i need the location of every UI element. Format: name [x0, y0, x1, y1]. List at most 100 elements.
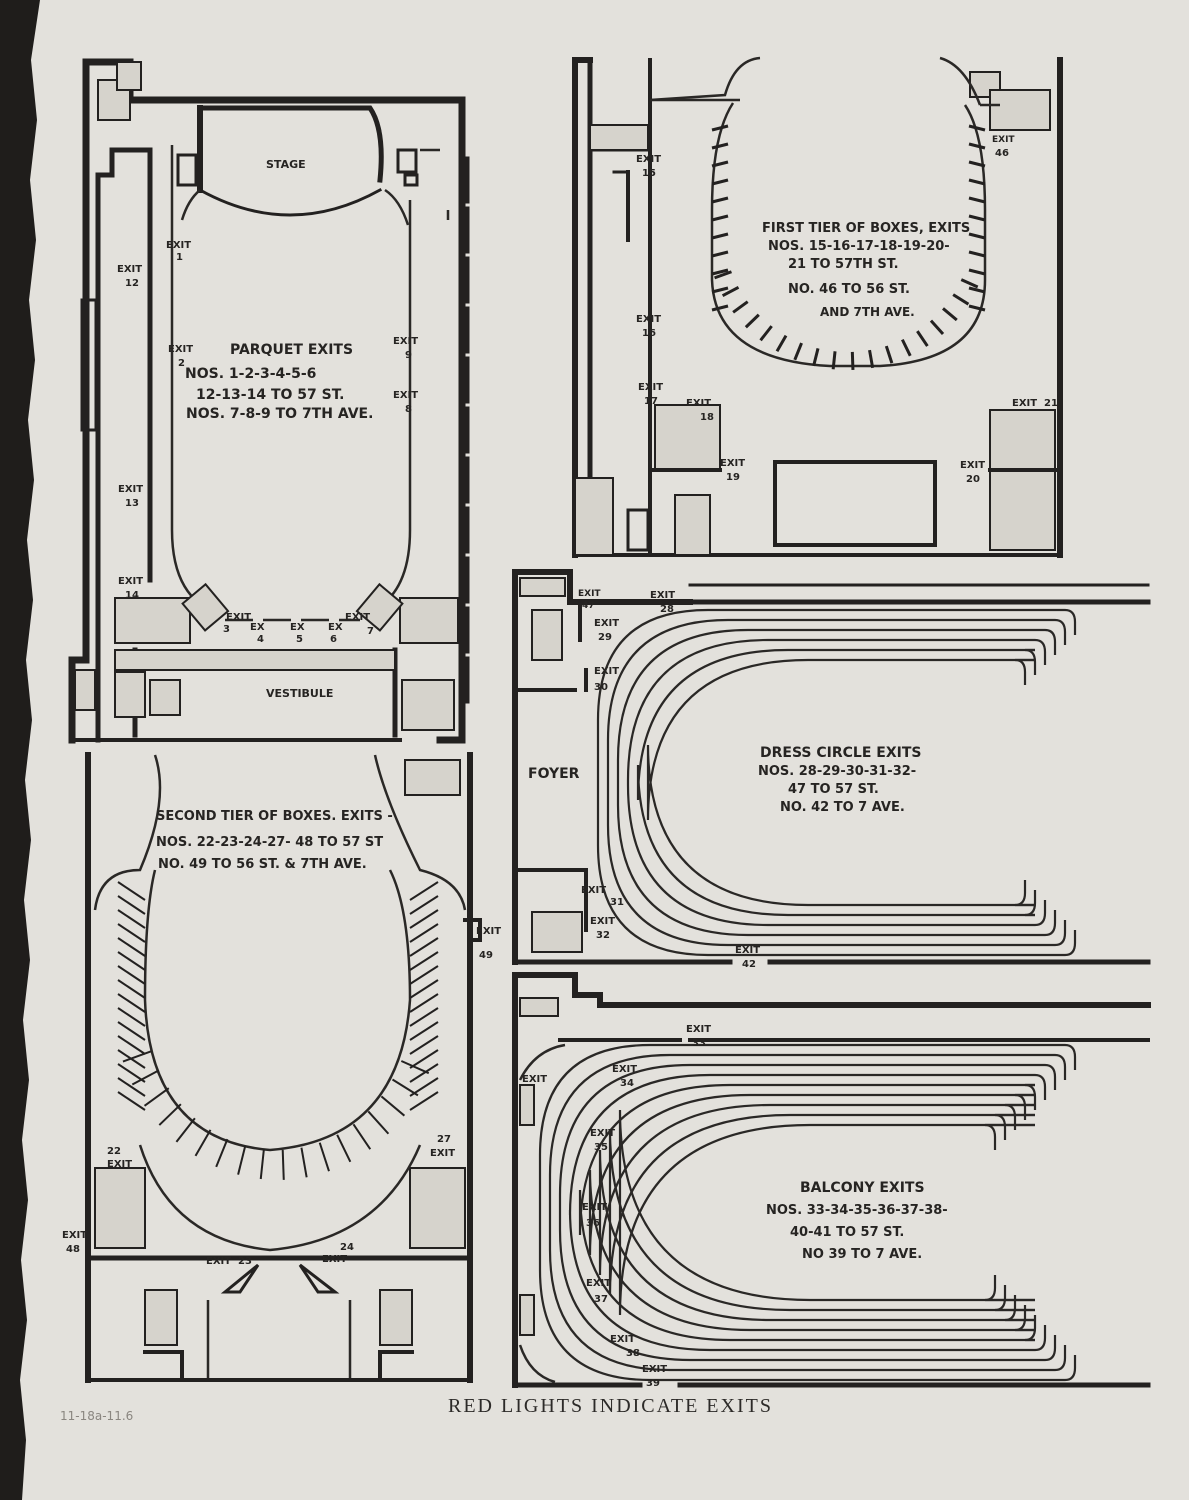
dress-circle-caption-line-1: NOS. 28-29-30-31-32- — [758, 764, 916, 779]
exit-21-number: 21 — [1044, 398, 1058, 409]
box-partition — [409, 965, 439, 985]
balcony-row-end — [1014, 1305, 1035, 1332]
box-partition — [711, 142, 729, 150]
dress-circle-plan: FOYER DRESS CIRCLE EXITS NOS. 28-29-30-3… — [512, 569, 1151, 970]
balcony-plan: BALCONY EXITS NOS. 33-34-35-36-37-38- 40… — [512, 972, 1151, 1389]
box-partition — [409, 979, 439, 999]
box-partition — [711, 250, 729, 258]
box-partition — [868, 349, 875, 369]
exit-14-number: 14 — [125, 590, 139, 601]
balcony-row-end — [1014, 1093, 1035, 1120]
exit-label-word: EXIT — [581, 885, 606, 896]
box-partition — [300, 1147, 308, 1178]
dress-circle-row-end — [1034, 638, 1047, 665]
ex-label-word: EX — [290, 622, 305, 633]
box-partition — [237, 1145, 247, 1175]
box-partition — [968, 178, 986, 186]
balcony-row-end — [994, 1285, 1035, 1312]
balcony-row-end — [1035, 1345, 1067, 1372]
exit-18-number: 18 — [700, 412, 714, 423]
box-partition — [952, 293, 970, 306]
balcony-row-end — [984, 1275, 1035, 1302]
dress-circle-caption-line-2: 47 TO 57 ST. — [788, 782, 879, 797]
dress-circle-row — [596, 608, 1035, 957]
box-partition — [711, 178, 729, 186]
dress-circle-row-end — [1035, 930, 1077, 957]
balcony-row-end — [1024, 1083, 1037, 1110]
dress-circle-row — [636, 648, 1035, 917]
exit-19-number: 19 — [726, 472, 740, 483]
dress-circle-caption: DRESS CIRCLE EXITS NOS. 28-29-30-31-32- … — [758, 745, 921, 815]
exit-label-word: EXIT — [960, 460, 985, 471]
exit-16-number: 16 — [642, 328, 656, 339]
box-partition — [409, 1049, 439, 1069]
exit-2-number: 2 — [178, 358, 185, 369]
balcony-caption-line-3: NO 39 TO 7 AVE. — [802, 1247, 922, 1262]
box-partition — [968, 268, 986, 276]
exit-label-word: EXIT — [586, 1278, 611, 1289]
dress-circle-row-end — [1014, 658, 1035, 685]
stage-label: STAGE — [266, 158, 306, 171]
exit-label-word: EXIT — [206, 1256, 231, 1267]
exit-label-word: EXIT — [476, 926, 501, 937]
box-partition — [117, 965, 146, 985]
box-partition — [711, 214, 729, 222]
exit-label-word: EXIT — [610, 1334, 635, 1345]
exit-label-word: EXIT — [322, 1254, 347, 1265]
box-partition — [968, 286, 986, 294]
box-partition — [759, 325, 773, 342]
box-partition — [968, 250, 986, 258]
exit-37-number: 37 — [594, 1294, 608, 1305]
exit-1-number: 1 — [176, 252, 183, 263]
first-tier-box-partitions — [711, 124, 986, 370]
balcony-row — [548, 1053, 1035, 1372]
box-partition — [367, 1110, 390, 1135]
exit-39-number: 39 — [646, 1378, 660, 1389]
second-tier-exit-labels: 22 EXIT EXIT 23 EXIT 24 27 EXIT EXIT 48 … — [62, 926, 501, 1267]
exit-label-word: EXIT — [735, 945, 760, 956]
balcony-row — [608, 1113, 1035, 1312]
exit-label-word: EXIT — [166, 240, 191, 251]
exit-label-word: EXIT — [168, 344, 193, 355]
exit-42-number: 42 — [742, 959, 756, 970]
exit-label-word: EXIT — [582, 1202, 607, 1213]
box-partition — [732, 300, 749, 314]
dress-circle-row-end — [1024, 890, 1037, 917]
box-partition — [409, 1007, 439, 1027]
box-partition — [117, 951, 146, 971]
exit-label-word: EXIT — [992, 135, 1015, 145]
box-partition — [812, 348, 820, 367]
balcony-row-end — [1004, 1295, 1035, 1322]
exit-23-number: 23 — [238, 1256, 252, 1267]
exit-8-number: 8 — [405, 404, 412, 415]
balcony-row — [588, 1093, 1035, 1332]
box-partition — [117, 1063, 146, 1083]
box-partition — [721, 285, 740, 298]
exit-4-number: 4 — [257, 634, 264, 645]
box-partition — [352, 1123, 372, 1150]
box-partition — [901, 338, 912, 357]
box-partition — [884, 345, 894, 364]
exit-label-word: EXIT — [686, 1024, 711, 1035]
box-partition — [968, 304, 986, 312]
balcony-row-end — [1035, 1053, 1067, 1080]
exit-label-word: EXIT — [393, 336, 418, 347]
exit-label-word: EXIT — [650, 590, 675, 601]
footer-caption: RED LIGHTS INDICATE EXITS — [448, 1395, 773, 1417]
balcony-row-end — [1034, 1073, 1047, 1100]
first-tier-caption-line-3: NO. 46 TO 56 ST. — [788, 282, 910, 297]
exit-label-word: EXIT — [118, 484, 143, 495]
balcony-row-end — [984, 1123, 1035, 1150]
dress-circle-row-end — [1035, 618, 1067, 645]
balcony-row-end — [1035, 1335, 1057, 1362]
box-partition — [409, 923, 439, 943]
first-tier-exit-labels: EXIT 15 EXIT 16 EXIT 17 EXIT 18 EXIT 19 … — [636, 135, 1058, 485]
box-partition — [714, 270, 732, 280]
box-partition — [744, 313, 760, 329]
box-partition — [400, 1060, 430, 1075]
dress-circle-caption-title: DRESS CIRCLE EXITS — [760, 745, 921, 761]
box-partition — [215, 1138, 229, 1168]
balcony-row-end — [1035, 1063, 1057, 1090]
parquet-exit-labels: EXIT 1 EXIT 2 EXIT 3 EX 4 EX 5 EX 6 EXIT… — [117, 240, 418, 645]
